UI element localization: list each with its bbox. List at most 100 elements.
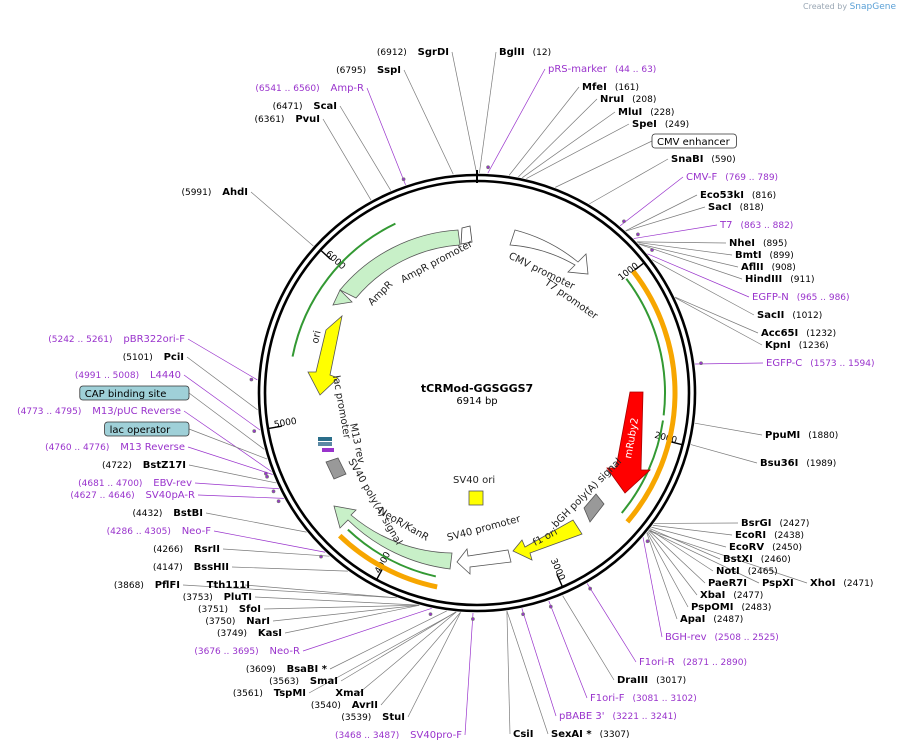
green-arc-ampr (291, 222, 396, 357)
primer-label: F1ori-R(2871 .. 2890) (639, 657, 747, 668)
leader-line (633, 224, 718, 239)
site-position: (6912) (377, 48, 410, 58)
leader-line (358, 611, 457, 694)
site-name: Amp-R (331, 83, 365, 94)
leader-line (479, 51, 497, 174)
enzyme-label: SacII(1012) (757, 310, 822, 321)
site-name: BmtI (735, 250, 762, 261)
site-position: (3749) (217, 629, 250, 639)
site-name: SexAI * (551, 729, 592, 740)
site-name: NheI (729, 238, 755, 249)
leader-line (555, 140, 653, 188)
leader-line (526, 123, 630, 179)
site-position: (2438) (774, 531, 804, 541)
site-position: (44 .. 63) (615, 65, 656, 75)
leader-line (625, 194, 698, 232)
site-position: (4286 .. 4305) (107, 527, 174, 537)
leader-line (183, 410, 272, 472)
leader-line (487, 68, 546, 174)
enzyme-label: (3609) BsaBI * (246, 664, 328, 675)
site-position: (12) (533, 48, 551, 58)
leader-line (222, 548, 330, 557)
leader-line (648, 530, 760, 584)
enzyme-label: Bsu36I(1989) (760, 458, 836, 469)
plasmid-name: tCRMod-GGSGGS7 (421, 382, 533, 395)
primer-label: CMV-F(769 .. 789) (686, 172, 778, 183)
label-sv40-ori: SV40 ori (453, 475, 495, 486)
leader-line (636, 241, 727, 244)
leader-line (642, 537, 663, 638)
primer-site-mark (636, 232, 640, 237)
leader-line (244, 584, 397, 599)
site-position: (3609) (246, 665, 279, 675)
primer-site-mark (548, 604, 553, 609)
site-position: (3307) (600, 730, 630, 740)
primer-label: EGFP-C(1573 .. 1594) (766, 358, 875, 369)
primer-label: pBABE 3'(3221 .. 3241) (559, 711, 677, 722)
enzyme-label: ApaI(2487) (680, 614, 743, 625)
leader-line (182, 584, 397, 599)
site-name: KpnI (765, 340, 791, 351)
label-lac-promoter: lac promoter (330, 375, 352, 441)
leader-line (403, 69, 454, 175)
enzyme-label: (6361) PvuI (255, 114, 320, 125)
site-position: (3750) (205, 617, 238, 627)
inner-features (307, 225, 652, 575)
site-position: (4760 .. 4776) (45, 443, 112, 453)
leader-line (506, 610, 549, 735)
leader-line (695, 362, 764, 365)
site-name: Neo-R (270, 646, 301, 657)
site-name: DraIII (617, 675, 648, 686)
label-box (79, 385, 190, 401)
site-name: XmaI (335, 688, 364, 699)
site-name: Eco53kI (700, 190, 744, 201)
label-sv40-promoter: SV40 promoter (446, 514, 523, 544)
site-position: (208) (632, 95, 656, 105)
plasmid-length: 6914 bp (456, 396, 497, 407)
site-position: (1989) (806, 459, 836, 469)
site-position: (908) (772, 263, 796, 273)
leader-line (586, 583, 637, 663)
site-position: (3468 .. 3487) (335, 731, 402, 741)
site-position: (4681 .. 4700) (78, 479, 145, 489)
site-name: StuI (382, 712, 405, 723)
site-position: (5242 .. 5261) (48, 335, 115, 345)
leader-line (619, 176, 684, 227)
enzyme-label: (3749) KasI (217, 628, 282, 639)
primer-label: (3468 .. 3487) SV40pro-F (335, 730, 462, 741)
leader-line (205, 512, 307, 533)
site-name: L4440 (150, 370, 181, 381)
site-name: Neo-F (182, 526, 212, 537)
enzyme-label: SexAI * (3307) (551, 729, 630, 740)
enzyme-label: (3561) TspMI (233, 688, 306, 699)
site-position: (6471) (273, 102, 306, 112)
primer-label: T7(863 .. 882) (719, 220, 793, 231)
leader-line (647, 531, 698, 596)
leader-line (407, 612, 461, 718)
site-position: (4991 .. 5008) (75, 371, 142, 381)
site-position: (4722) (102, 461, 135, 471)
leader-line (194, 482, 279, 490)
ruler-tick (267, 425, 282, 430)
label-bgh: bGH poly(A) signal (550, 456, 624, 530)
primer-site-mark (521, 612, 525, 617)
site-position: (895) (763, 239, 787, 249)
site-name: EGFP-C (766, 358, 802, 369)
enzyme-label: BglII(12) (499, 47, 551, 58)
site-position: (2471) (843, 579, 873, 589)
site-position: (2508 .. 2525) (715, 633, 779, 643)
site-name: pBABE 3' (559, 711, 605, 722)
primer-label: BGH-rev(2508 .. 2525) (665, 632, 779, 643)
leader-line (187, 446, 273, 475)
primer-label: (4760 .. 4776) M13 Reverse (45, 442, 185, 453)
site-position: (2465) (748, 567, 778, 577)
site-name: NarI (246, 616, 270, 627)
enzyme-label: KpnI (1236) (765, 340, 829, 351)
enzyme-label: (3563) SmaI (269, 676, 338, 687)
leader-line (188, 428, 268, 460)
site-position: (1236) (799, 341, 829, 351)
credit: Created by SnapGene (803, 2, 896, 12)
f1-ori-arrow (512, 519, 583, 561)
site-name: XhoI (810, 578, 835, 589)
